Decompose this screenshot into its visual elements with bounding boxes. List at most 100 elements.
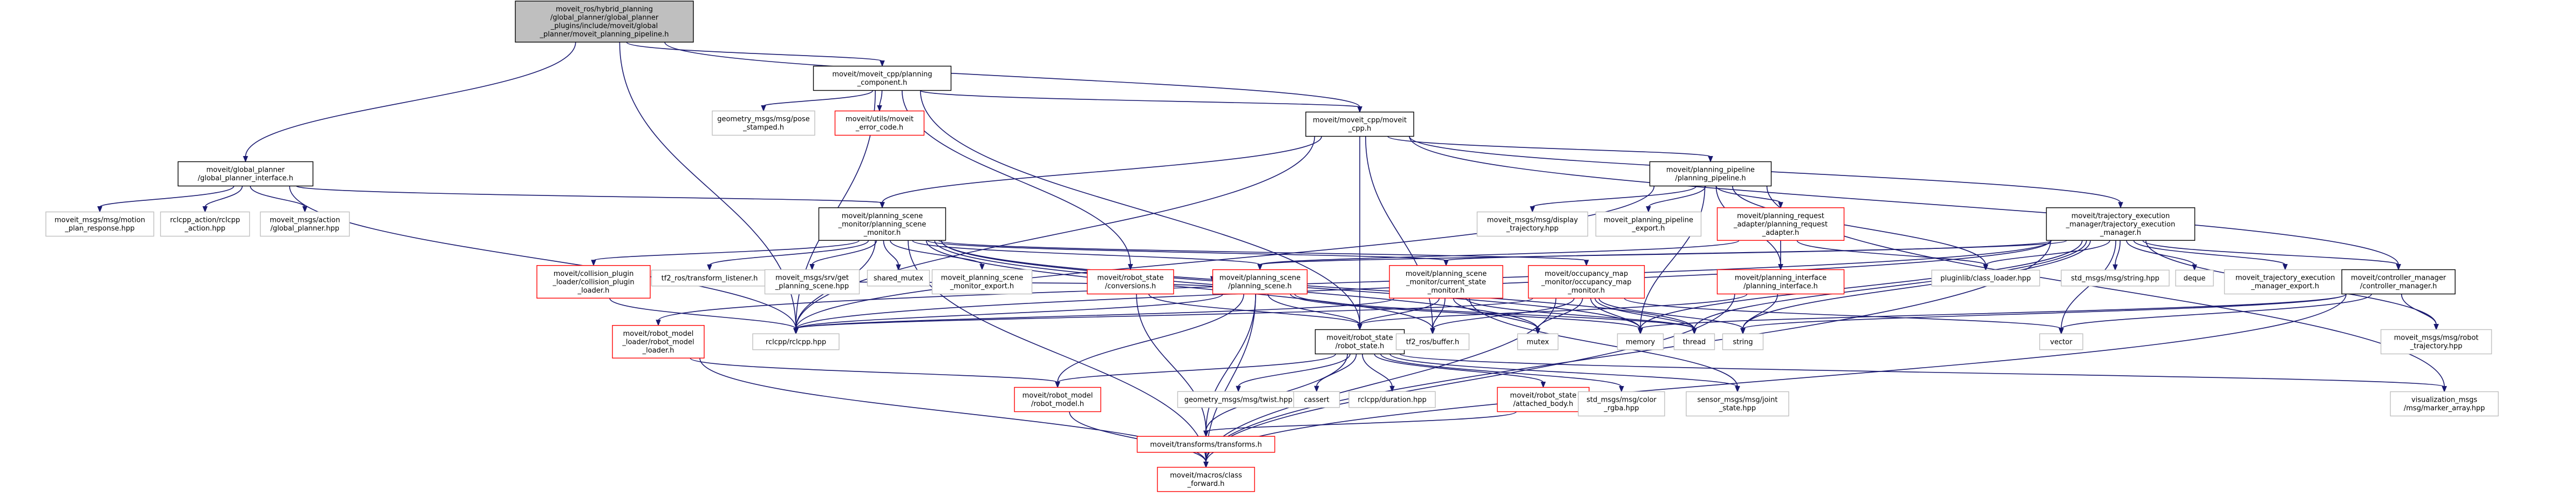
header-node-get-ps: moveit_msgs/srv/get_planning_scene.hpp (764, 269, 860, 295)
header-node-std-string: std_msgs/msg/string.hpp (2061, 269, 2170, 287)
dependency-edge (2142, 240, 2401, 270)
header-node-tem-export: moveit_trajectory_execution_manager_expo… (2224, 269, 2347, 295)
node-label-line: _trajectory.hpp (1506, 225, 1559, 233)
node-label-line: moveit/planning_request (1737, 212, 1824, 220)
header-node-planning-scene[interactable]: moveit/planning_scene/planning_scene.h (1212, 269, 1308, 295)
node-label-line: /planning_interface.h (1743, 282, 1818, 290)
dependency-edge (1983, 240, 2110, 271)
node-label-line: /controller_manager.h (2360, 282, 2437, 290)
node-label-line: _monitor.h (1427, 287, 1465, 295)
node-label-line: moveit/robot_state (1510, 392, 1576, 400)
header-node-robot-model[interactable]: moveit/robot_model/robot_model.h (1014, 387, 1101, 412)
header-node-rs-conv[interactable]: moveit/robot_state/conversions.h (1087, 269, 1174, 295)
header-node-class-forward[interactable]: moveit/macros/class_forward.h (1157, 466, 1255, 492)
dependency-edge (1357, 293, 1748, 330)
header-node-twist: geometry_msgs/msg/twist.hpp (1177, 391, 1300, 408)
dependency-edge (690, 357, 1060, 388)
dependency-edge (1430, 297, 1575, 335)
header-node-psm[interactable]: moveit/planning_scene_monitor/planning_s… (818, 207, 946, 241)
node-label-line: /planning_pipeline.h (1675, 174, 1746, 182)
node-label-line: moveit/utils/moveit (846, 116, 914, 124)
node-label-line: string (1733, 338, 1753, 346)
dependency-edge (2133, 240, 2288, 270)
header-node-pi-iface[interactable]: moveit/planning_interface/planning_inter… (1716, 269, 1845, 295)
dependency-edge (1055, 353, 1336, 388)
node-label-line: _stamped.h (742, 124, 784, 132)
header-node-marker-array: visualization_msgs/msg/marker_array.hpp (2390, 391, 2499, 417)
node-label-line: moveit/robot_state (1097, 274, 1163, 282)
dependency-edge (920, 90, 1362, 113)
node-label-line: thread (1683, 338, 1706, 346)
dependency-edge (809, 240, 877, 270)
header-node-error-code[interactable]: moveit/utils/moveit_error_code.h (834, 110, 925, 136)
header-node-csm[interactable]: moveit/planning_scene_monitor/current_st… (1389, 265, 1503, 299)
dependency-edge (1357, 298, 1440, 330)
dependency-edge (707, 240, 869, 271)
node-label-line: /global_planner_interface.h (197, 174, 293, 182)
header-node-transforms[interactable]: moveit/transforms/transforms.h (1136, 436, 1276, 453)
node-label-line: _monitor.h (1568, 287, 1605, 295)
header-node-moveit-cpp[interactable]: moveit/moveit_cpp/moveit_cpp.h (1305, 111, 1414, 137)
dependency-edge (97, 186, 235, 213)
node-label-line: /attached_body.h (1513, 400, 1573, 408)
node-label-line: moveit/global_planner (206, 166, 285, 174)
node-label-line: _planner/moveit_planning_pipeline.h (540, 31, 669, 39)
dependency-edge (761, 90, 874, 112)
node-label-line: moveit/controller_manager (2351, 274, 2446, 282)
dependency-edge (1314, 354, 1357, 393)
node-label-line: /conversions.h (1105, 282, 1156, 290)
header-node-tf2-listener: tf2_ros/transform_listener.h (651, 269, 768, 287)
node-label-line: _error_code.h (855, 124, 903, 132)
dependency-edge (1638, 293, 2347, 335)
dependency-edge (250, 186, 308, 213)
node-label-line: pluginlib/class_loader.hpp (1940, 274, 2031, 282)
header-node-display-traj: moveit_msgs/msg/display_trajectory.hpp (1476, 211, 1589, 237)
header-node-motion-plan: moveit_msgs/msg/motion_plan_response.hpp (45, 211, 154, 237)
node-label-line: moveit_msgs/msg/motion (54, 216, 145, 225)
node-label-line: _export.h (1632, 225, 1665, 233)
dependency-edge (1362, 354, 1395, 393)
header-node-root[interactable]: moveit_ros/hybrid_planning/global_planne… (515, 1, 694, 43)
node-label-line: rclcpp_action/rclcpp (170, 216, 240, 225)
header-node-joint-state: sensor_msgs/msg/joint_state.hpp (1686, 391, 1789, 417)
header-node-cpp-comp[interactable]: moveit/moveit_cpp/planning_component.h (813, 65, 952, 91)
node-label-line: _manager_export.h (2251, 282, 2319, 290)
header-node-tem[interactable]: moveit/trajectory_execution_manager/traj… (2046, 207, 2196, 241)
node-label-line: deque (2184, 274, 2206, 282)
header-node-occ[interactable]: moveit/occupancy_map_monitor/occupancy_m… (1528, 265, 1645, 299)
dependency-edge (938, 240, 1589, 267)
node-label-line: moveit/robot_model (1023, 392, 1093, 400)
header-node-rml[interactable]: moveit/robot_model_loader/robot_model_lo… (612, 325, 705, 358)
header-node-robot-traj: moveit_msgs/msg/robot_trajectory.hpp (2380, 329, 2492, 355)
header-node-attached-body[interactable]: moveit/robot_state/attached_body.h (1497, 387, 1590, 412)
header-node-rclcpp: rclcpp/rclcpp.hpp (752, 333, 840, 350)
header-node-gp-iface[interactable]: moveit/global_planner/global_planner_int… (178, 161, 314, 187)
header-node-collision-plugin[interactable]: moveit/collision_plugin_loader/collision… (536, 265, 651, 299)
node-label-line: _trajectory.hpp (2410, 342, 2463, 350)
header-node-memory: memory (1617, 333, 1664, 350)
node-label-line: /robot_model.h (1031, 400, 1084, 408)
node-label-line: /robot_state.h (1335, 342, 1385, 350)
dependency-edge (2059, 240, 2116, 335)
node-label-line: geometry_msgs/msg/pose (717, 116, 809, 124)
dependency-edge (664, 42, 1362, 113)
dependency-edge (1389, 354, 1740, 393)
node-label-line: _monitor/current_state (1406, 278, 1486, 286)
dependency-edge (1778, 240, 1783, 270)
dependency-edge (591, 240, 860, 267)
header-node-controller-mgr[interactable]: moveit/controller_manager/controller_man… (2341, 269, 2456, 295)
dependency-edge (1646, 186, 1706, 213)
node-label-line: moveit/planning_pipeline (1666, 166, 1755, 174)
node-label-line: cassert (1304, 396, 1329, 404)
node-label-line: _loader.h (577, 287, 610, 295)
dependency-edge (2059, 294, 2372, 335)
node-label-line: rclcpp/duration.hpp (1358, 396, 1426, 404)
header-node-planning-pipeline[interactable]: moveit/planning_pipeline/planning_pipeli… (1649, 161, 1772, 187)
node-label-line: moveit/trajectory_execution (2071, 212, 2170, 220)
node-label-line: mutex (1526, 338, 1549, 346)
header-node-robot-state[interactable]: moveit/robot_state/robot_state.h (1314, 329, 1405, 355)
header-node-req-adapter[interactable]: moveit/planning_request_adapter/planning… (1716, 207, 1845, 241)
header-node-pose-stamped: geometry_msgs/msg/pose_stamped.h (712, 110, 815, 136)
dependency-edge (1740, 293, 2347, 335)
node-label-line: _adapter.h (1762, 229, 1800, 237)
